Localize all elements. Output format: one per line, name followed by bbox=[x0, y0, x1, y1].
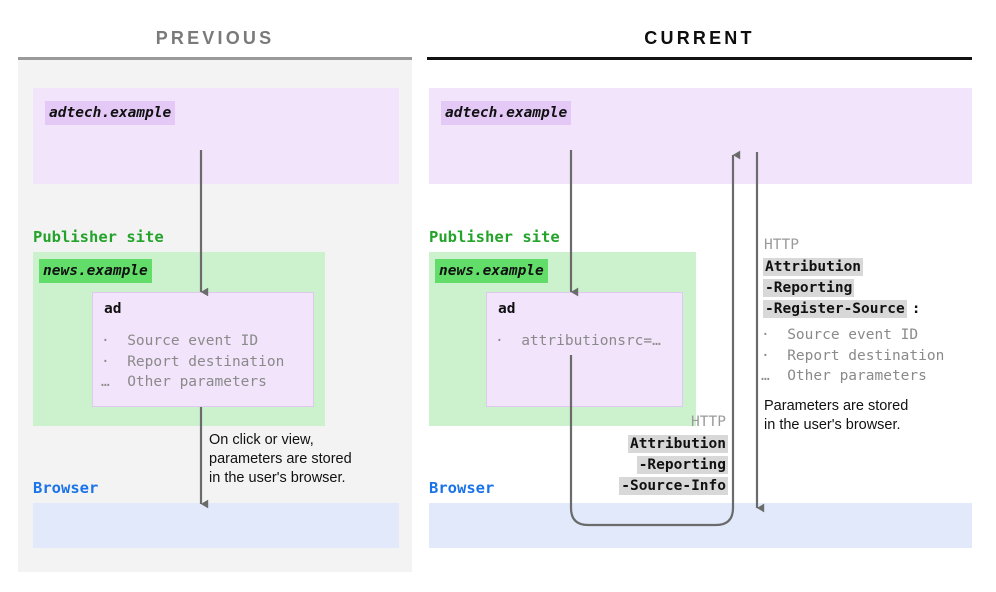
request-header-line-1: Attribution bbox=[627, 435, 728, 453]
panel-title-current: CURRENT bbox=[644, 28, 755, 48]
adtech-domain-chip-previous: adtech.example bbox=[45, 101, 176, 125]
browser-label-current: Browser bbox=[429, 479, 495, 497]
request-header-line-3: -Source-Info bbox=[619, 477, 728, 495]
adtech-domain-chip-current: adtech.example bbox=[441, 101, 572, 125]
response-header-params: · Source event ID · Report destination …… bbox=[761, 327, 945, 384]
response-header-block: Attribution -Reporting -Register-Source: bbox=[763, 257, 920, 320]
ad-box-title-previous: ad bbox=[104, 301, 122, 317]
response-header-colon: : bbox=[911, 301, 921, 317]
news-domain-chip-previous: news.example bbox=[39, 259, 152, 283]
browser-zone-previous bbox=[33, 503, 399, 548]
browser-zone-current bbox=[429, 503, 972, 548]
note-previous: On click or view, parameters are stored … bbox=[209, 432, 352, 486]
publisher-site-label-current: Publisher site bbox=[429, 228, 560, 246]
ad-box-params-previous: · Source event ID · Report destination …… bbox=[101, 333, 285, 390]
note-current: Parameters are stored in the user's brow… bbox=[764, 398, 909, 433]
response-header-line-3: -Register-Source: bbox=[763, 300, 921, 318]
panel-divider-current bbox=[427, 57, 972, 60]
http-label-response: HTTP bbox=[764, 237, 799, 253]
ad-box-params-current: · attributionsrc=… bbox=[495, 333, 661, 349]
request-header-block: Attribution -Reporting -Source-Info bbox=[530, 434, 728, 497]
ad-box-previous bbox=[92, 292, 314, 407]
news-domain-chip-current: news.example bbox=[435, 259, 548, 283]
request-header-line-2: -Reporting bbox=[636, 456, 728, 474]
ad-box-title-current: ad bbox=[498, 301, 516, 317]
response-header-line-1: Attribution bbox=[763, 258, 864, 276]
panel-divider-previous bbox=[18, 57, 412, 60]
http-label-request: HTTP bbox=[691, 414, 726, 430]
panel-title-previous: PREVIOUS bbox=[155, 28, 275, 48]
response-header-line-2: -Reporting bbox=[763, 279, 855, 297]
browser-label-previous: Browser bbox=[33, 479, 99, 497]
publisher-site-label-previous: Publisher site bbox=[33, 228, 164, 246]
